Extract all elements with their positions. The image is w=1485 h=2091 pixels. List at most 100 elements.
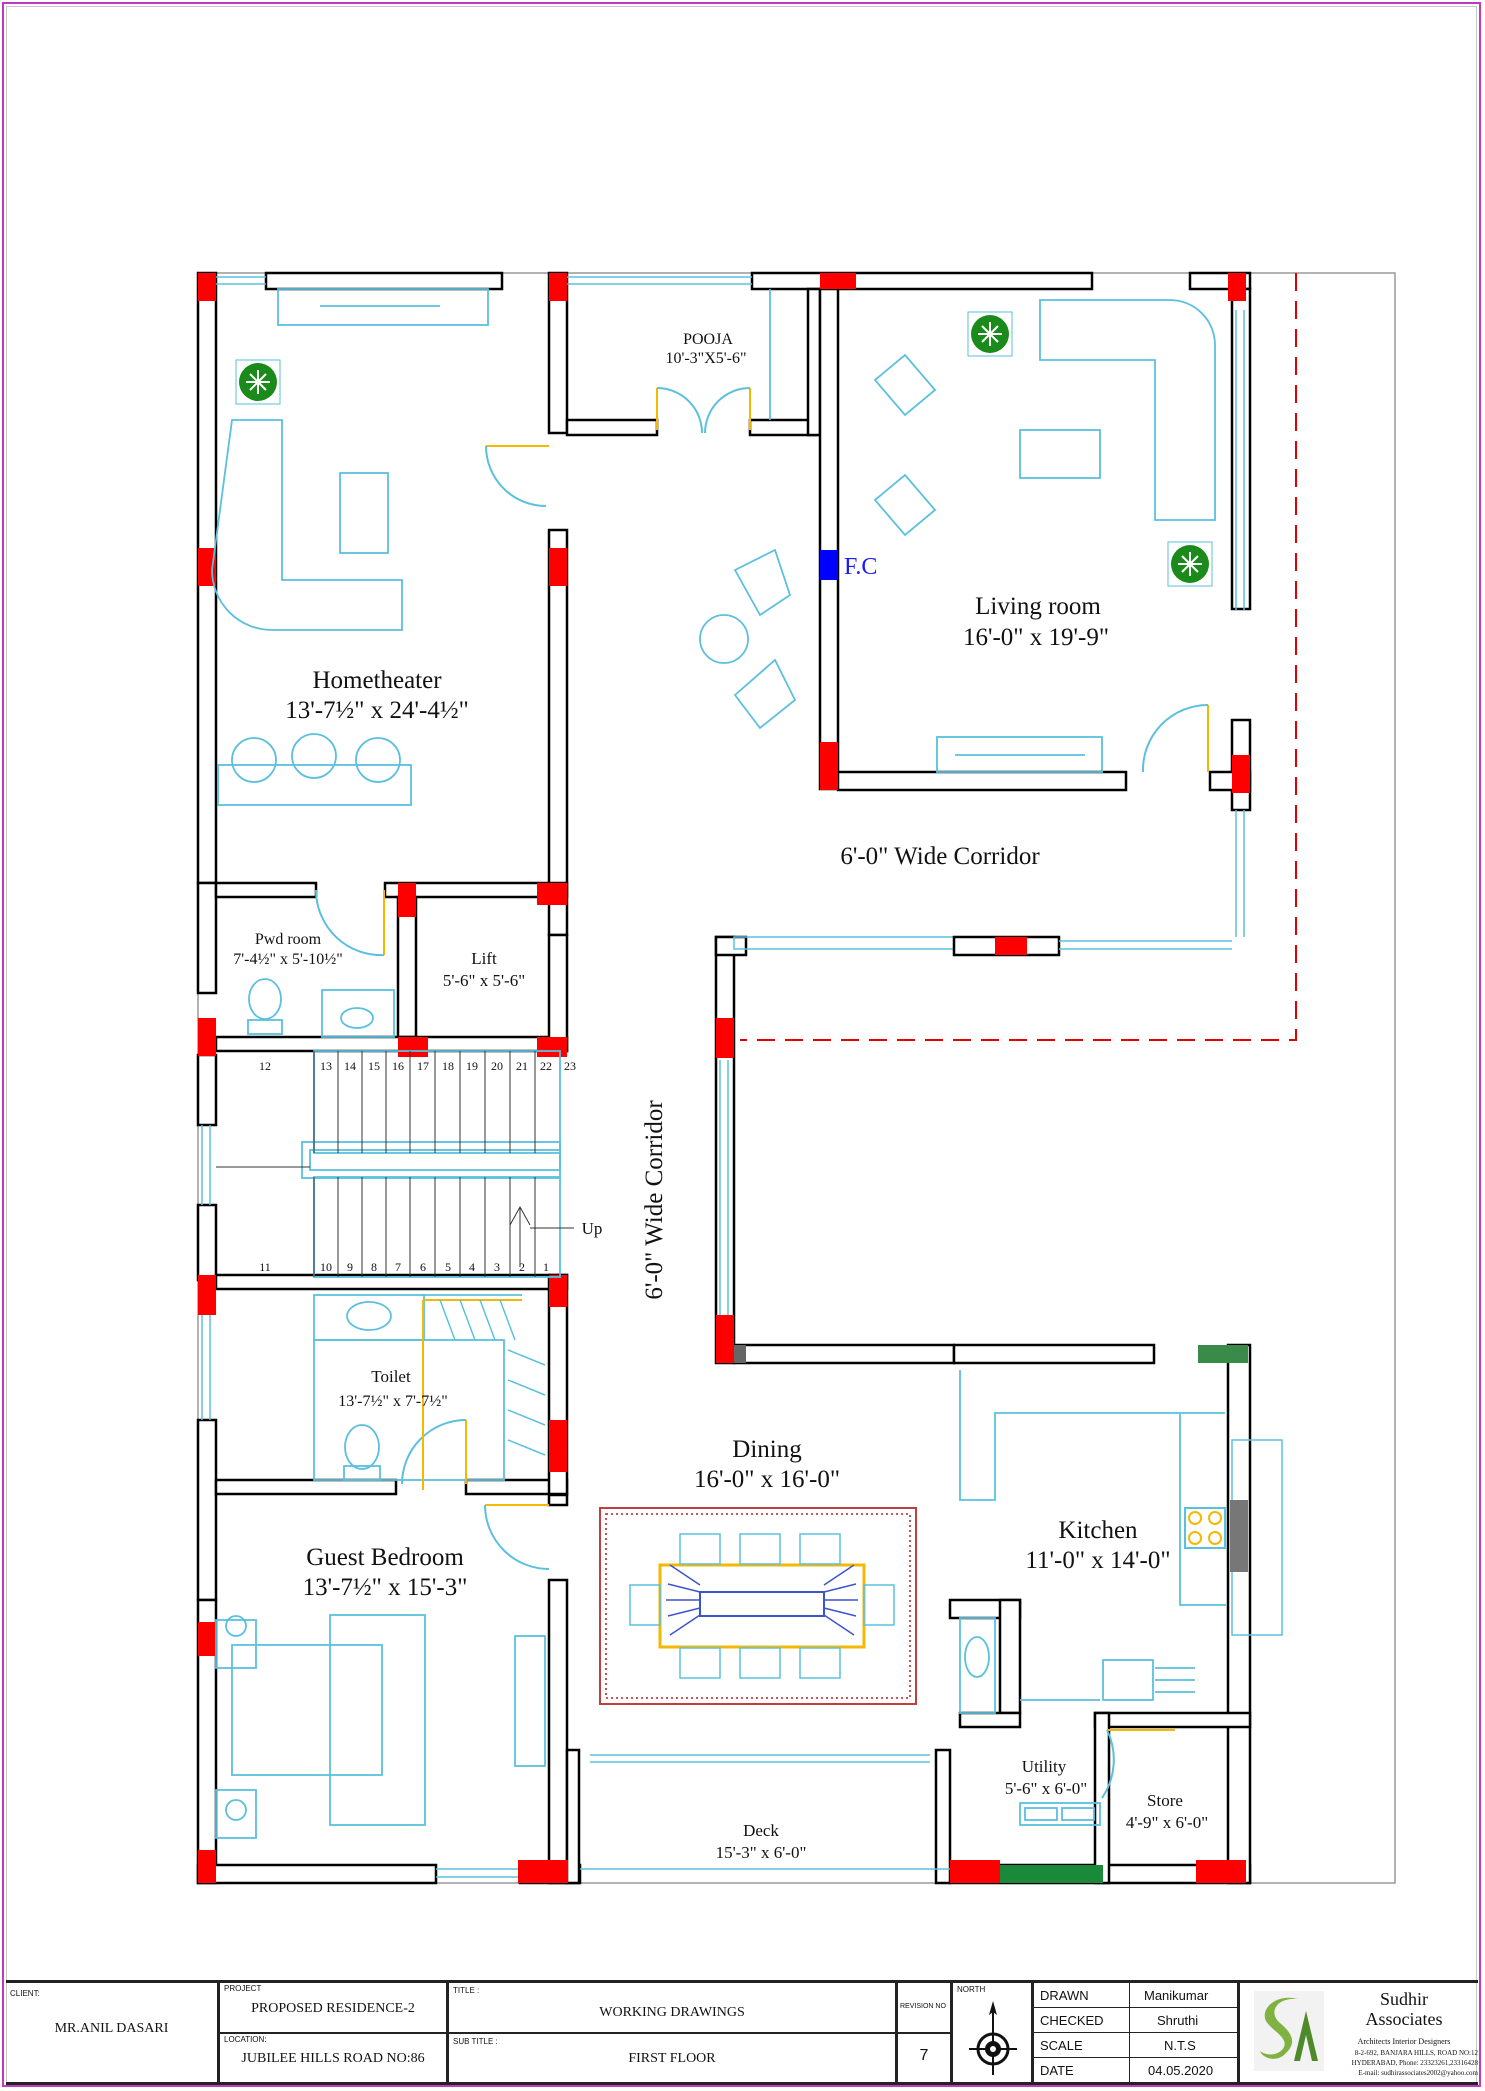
project-name: PROPOSED RESIDENCE-2 (251, 2001, 415, 2016)
stair-number: 20 (491, 1059, 503, 1073)
stair-number: 12 (259, 1059, 271, 1073)
kitchen-stove (1184, 1507, 1226, 1549)
lift-size: 5'-6" x 5'-6" (443, 971, 525, 990)
stair-number: 23 (564, 1059, 576, 1073)
stair-number: 8 (371, 1260, 377, 1274)
stair-number: 18 (442, 1059, 454, 1073)
dining-size: 16'-0" x 16'-0" (694, 1466, 840, 1493)
subtitle-value: FIRST FLOOR (628, 2051, 716, 2066)
kitchen-size: 11'-0" x 14'-0" (1025, 1547, 1170, 1574)
living-name: Living room (975, 593, 1101, 620)
firm-logo-icon (1254, 1991, 1324, 2071)
stair-number: 3 (494, 1260, 500, 1274)
doors (314, 387, 1209, 1799)
glazing (201, 276, 1283, 1878)
date-label: DATE (1040, 2063, 1074, 2078)
hometheater-size: 13'-7½" x 24'-4½" (285, 697, 469, 724)
firm-address-1: 8-2-692, BANJARA HILLS, ROAD NO:12 (1354, 2049, 1478, 2057)
toilet-size: 13'-7½" x 7'-7½" (338, 1393, 447, 1410)
location-caption: LOCATION: (224, 2035, 267, 2044)
walls (196, 271, 1252, 1885)
signoff-cell: DRAWN Manikumar CHECKED Shruthi SCALE N.… (1034, 1983, 1240, 2082)
date-value: 04.05.2020 (1148, 2063, 1214, 2078)
floor-plan: F.C (196, 271, 1396, 1885)
shaft-grey (734, 1345, 746, 1363)
scale-value: N.T.S (1164, 2038, 1196, 2053)
stair-number: 15 (368, 1059, 380, 1073)
title-block: CLIENT: MR.ANIL DASARI PROJECT PROPOSED … (6, 1980, 1478, 2085)
room-labels: Hometheater 13'-7½" x 24'-4½" POOJA 10'-… (233, 331, 1208, 1862)
stair-number: 16 (392, 1059, 404, 1073)
firm-tagline: Architects Interior Designers (1357, 2037, 1451, 2046)
deck-name: Deck (743, 1821, 779, 1840)
ceiling-fans (235, 311, 1213, 587)
utility-size: 5'-6" x 6'-0" (1005, 1779, 1087, 1798)
revision-cell: REVISION NO 7 (898, 1983, 953, 2082)
north-cell: NORTH (953, 1983, 1034, 2082)
stair-number: 5 (445, 1260, 451, 1274)
store-name: Store (1147, 1791, 1183, 1810)
drawn-row: DRAWN Manikumar (1034, 1983, 1237, 2008)
stair-number: 21 (516, 1059, 528, 1073)
drawn-value: Manikumar (1144, 1988, 1209, 2003)
stair-number: 4 (469, 1260, 475, 1274)
stair-numbers-upper: 12 13 14 15 16 17 18 19 20 21 22 23 (259, 1059, 576, 1073)
firm-address-2: HYDERABAD, Phone: 23323261,23316428 (1351, 2059, 1478, 2067)
stair-number: 13 (320, 1059, 332, 1073)
stair-number: 10 (320, 1260, 332, 1274)
pwd-name: Pwd room (255, 931, 322, 948)
scale-row: SCALE N.T.S (1034, 2033, 1237, 2058)
client-cell: CLIENT: MR.ANIL DASARI (6, 1983, 220, 2082)
store-size: 4'-9" x 6'-0" (1126, 1813, 1208, 1832)
fc-marker (820, 550, 838, 580)
dining-name: Dining (732, 1436, 802, 1463)
green-panel-utility (1000, 1865, 1103, 1883)
stair-number: 11 (259, 1260, 271, 1274)
kitchen-name: Kitchen (1058, 1517, 1138, 1544)
firm-cell: Sudhir Associates Architects Interior De… (1240, 1983, 1478, 2082)
pooja-name: POOJA (683, 331, 733, 348)
stair-steps (216, 1051, 574, 1277)
project-cell: PROJECT PROPOSED RESIDENCE-2 LOCATION: J… (220, 1983, 449, 2082)
firm-email: E-mail: sudhirassociates2002@yahoo.com (1358, 2069, 1478, 2077)
dining-table (629, 1533, 895, 1679)
client-caption: CLIENT: (10, 1989, 40, 1998)
drawn-label: DRAWN (1040, 1988, 1089, 2003)
title-cell: TITLE : WORKING DRAWINGS SUB TITLE : FIR… (449, 1983, 898, 2082)
corridor-label: 6'-0" Wide Corridor (840, 843, 1040, 870)
stair-number: 9 (347, 1260, 353, 1274)
stair-number: 22 (540, 1059, 552, 1073)
guest-name: Guest Bedroom (306, 1544, 464, 1571)
fc-label: F.C (844, 554, 877, 580)
title-value: WORKING DRAWINGS (599, 2005, 745, 2020)
north-caption: NORTH (957, 1985, 986, 1994)
toilet-name: Toilet (371, 1367, 411, 1386)
stair-number: 19 (466, 1059, 478, 1073)
stair-number: 6 (420, 1260, 426, 1274)
stair-numbers-lower: 11 10 9 8 7 6 5 4 3 2 1 (259, 1260, 549, 1274)
kitchen-duct (1230, 1500, 1248, 1572)
location-name: JUBILEE HILLS ROAD NO:86 (241, 2051, 425, 2066)
firm-name-2: Associates (1365, 2009, 1443, 2029)
wardrobe (439, 1299, 546, 1456)
pwd-size: 7'-4½" x 5'-10½" (233, 951, 342, 968)
stair-number: 7 (395, 1260, 401, 1274)
checked-label: CHECKED (1040, 2013, 1104, 2028)
revision-value: 7 (919, 2047, 929, 2064)
client-name: MR.ANIL DASARI (54, 2021, 169, 2036)
stair-number: 14 (344, 1059, 356, 1073)
guest-size: 13'-7½" x 15'-3" (303, 1574, 468, 1601)
deck-size: 15'-3" x 6'-0" (716, 1843, 807, 1862)
green-panel-kitchen (1198, 1345, 1248, 1363)
stair-number: 17 (417, 1059, 429, 1073)
firm-name-1: Sudhir (1379, 1989, 1428, 2009)
scale-label: SCALE (1040, 2038, 1083, 2053)
checked-row: CHECKED Shruthi (1034, 2008, 1237, 2033)
pooja-size: 10'-3"X5'-6" (665, 350, 746, 367)
utility-name: Utility (1022, 1757, 1067, 1776)
subtitle-caption: SUB TITLE : (453, 2037, 498, 2046)
title-caption: TITLE : (453, 1986, 480, 1995)
lift-name: Lift (471, 949, 497, 968)
stair-number: 2 (519, 1260, 525, 1274)
